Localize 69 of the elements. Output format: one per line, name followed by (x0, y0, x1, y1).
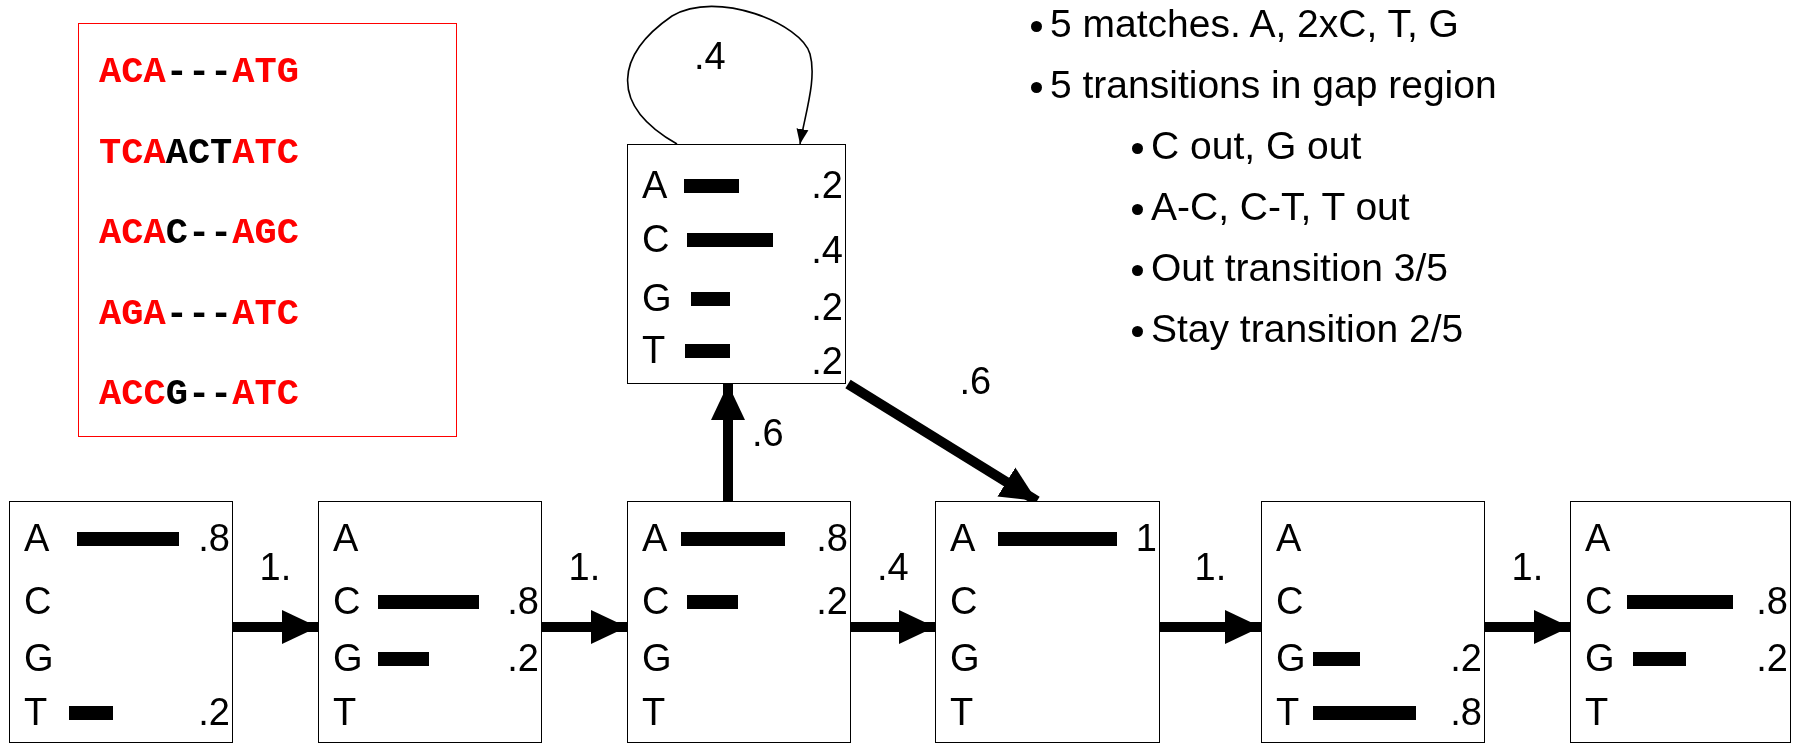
bullet-text: Stay transition 2/5 (1151, 307, 1464, 351)
nucleotide-label: G (950, 638, 980, 678)
nucleotide-label: G (24, 638, 54, 678)
nucleotide-label: G (1276, 638, 1306, 678)
nucleotide-label: C (1276, 581, 1304, 621)
nucleotide-label: C (642, 219, 670, 259)
state-box (935, 501, 1160, 743)
probability-value: .2 (811, 165, 843, 205)
bullet-text: 5 matches. A, 2xC, T, G (1050, 2, 1459, 46)
probability-value: .8 (1756, 581, 1788, 621)
probability-value: .2 (811, 287, 843, 327)
arrow (1485, 610, 1570, 644)
state-box (9, 501, 233, 743)
probability-value: 1 (1135, 518, 1157, 558)
nucleotide-label: G (1585, 638, 1615, 678)
sequence-text: AGA---ATC (99, 293, 299, 334)
probability-value: .2 (816, 581, 848, 621)
sequence-text: TCAACTATC (99, 132, 299, 173)
nucleotide-label: C (333, 581, 361, 621)
probability-value: .8 (198, 518, 230, 558)
arrow (851, 610, 935, 644)
bullet-text: A-C, C-T, T out (1151, 185, 1410, 229)
probability-value: .2 (507, 638, 539, 678)
probability-value: .2 (1756, 638, 1788, 678)
nucleotide-label: T (1585, 692, 1609, 732)
nucleotide-label: T (950, 692, 974, 732)
nucleotide-label: G (642, 278, 672, 318)
probability-value: .8 (1450, 692, 1482, 732)
nucleotide-label: T (642, 692, 666, 732)
arrow (233, 610, 318, 644)
probability-value: .4 (811, 230, 843, 270)
bullet-text: C out, G out (1151, 124, 1362, 168)
probability-value: .8 (507, 581, 539, 621)
state-box (1570, 501, 1791, 743)
probability-value: .2 (198, 692, 230, 732)
nucleotide-label: A (642, 165, 668, 205)
arrow (626, 5, 813, 145)
state-box (1261, 501, 1485, 743)
nucleotide-label: A (1585, 518, 1611, 558)
state-box (627, 144, 846, 384)
nucleotide-label: T (333, 692, 357, 732)
bullet-text: 5 transitions in gap region (1050, 63, 1497, 107)
nucleotide-label: C (642, 581, 670, 621)
arrow (542, 610, 627, 644)
nucleotide-label: A (950, 518, 976, 558)
probability-value: .2 (811, 341, 843, 381)
nucleotide-label: T (642, 330, 666, 370)
nucleotide-label: T (24, 692, 48, 732)
arrow (1160, 610, 1261, 644)
nucleotide-label: A (642, 518, 668, 558)
nucleotide-label: A (333, 518, 359, 558)
nucleotide-label: A (24, 518, 50, 558)
sequence-text: ACAC--AGC (99, 213, 299, 253)
alignment-box (78, 23, 457, 437)
nucleotide-label: G (333, 638, 363, 678)
nucleotide-label: G (642, 638, 672, 678)
nucleotide-label: T (1276, 692, 1300, 732)
sequence-text: ACA---ATG (99, 52, 299, 92)
arrow (711, 384, 745, 501)
bullet-text: Out transition 3/5 (1151, 246, 1448, 290)
state-box (318, 501, 542, 743)
nucleotide-label: A (1276, 518, 1302, 558)
probability-value: .8 (816, 518, 848, 558)
sequence-text: ACCG--ATC (99, 374, 299, 414)
nucleotide-label: C (950, 581, 978, 621)
nucleotide-label: C (1585, 581, 1613, 621)
nucleotide-label: C (24, 581, 52, 621)
probability-value: .2 (1450, 638, 1482, 678)
state-box (627, 501, 851, 743)
